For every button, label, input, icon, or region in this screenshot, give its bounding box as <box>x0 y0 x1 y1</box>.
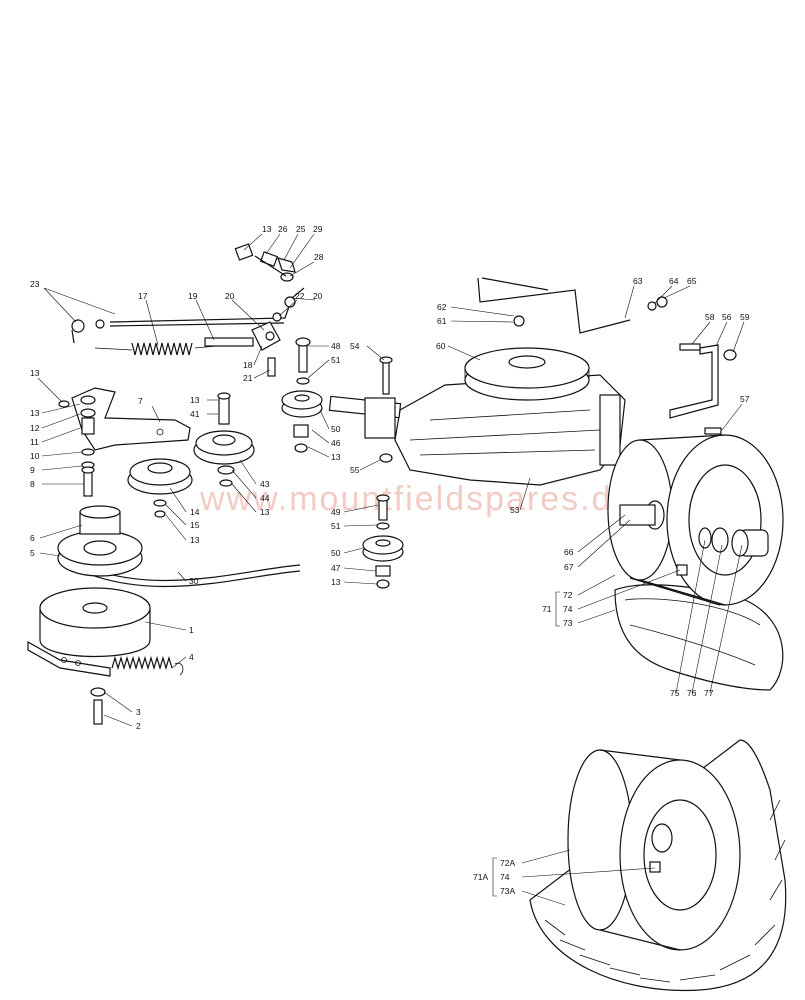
pivot-bracket-assembly <box>58 387 191 497</box>
callout-20: 20 <box>313 291 323 301</box>
callout-58: 58 <box>705 312 715 322</box>
callout-labels: 13 26 25 29 28 23 17 19 20 22 20 18 21 1… <box>30 224 750 896</box>
transaxle-assembly <box>328 277 631 486</box>
bolt-54 <box>379 356 393 395</box>
callout-6: 6 <box>30 533 35 543</box>
callout-49: 49 <box>331 507 341 517</box>
callout-47: 47 <box>331 563 341 573</box>
callout-77: 77 <box>704 688 714 698</box>
callout-62: 62 <box>437 302 447 312</box>
callout-7: 7 <box>138 396 143 406</box>
leader-lines <box>37 233 745 906</box>
callout-59: 59 <box>740 312 750 322</box>
idler-pulley-centre <box>193 392 255 487</box>
bracket-56 <box>669 343 737 435</box>
callout-21: 21 <box>243 373 253 383</box>
callout-71: 71 <box>542 604 552 614</box>
callout-20: 20 <box>225 291 235 301</box>
callout-50: 50 <box>331 424 341 434</box>
rear-wheel-assembly <box>607 434 784 691</box>
callout-5: 5 <box>30 548 35 558</box>
alt-rear-wheel-assembly <box>529 739 787 992</box>
callout-15: 15 <box>190 520 200 530</box>
callout-46: 46 <box>331 438 341 448</box>
callout-44: 44 <box>260 493 270 503</box>
callout-22: 22 <box>295 291 305 301</box>
callout-1: 1 <box>189 625 194 635</box>
callout-56: 56 <box>722 312 732 322</box>
callout-51: 51 <box>331 521 341 531</box>
callout-11: 11 <box>30 437 39 447</box>
callout-54: 54 <box>350 341 360 351</box>
callout-65: 65 <box>687 276 697 286</box>
callout-61: 61 <box>437 316 447 326</box>
callout-12: 12 <box>30 423 40 433</box>
callout-50: 50 <box>331 548 341 558</box>
callout-73: 73 <box>563 618 573 628</box>
callout-60: 60 <box>436 341 446 351</box>
callout-28: 28 <box>314 252 324 262</box>
linkage-rod-assembly <box>71 243 305 377</box>
nut-55 <box>379 453 393 463</box>
washer-64 <box>647 301 657 311</box>
callout-13: 13 <box>262 224 272 234</box>
callout-57: 57 <box>740 394 750 404</box>
callout-75: 75 <box>670 688 680 698</box>
callout-72: 72 <box>563 590 573 600</box>
callout-18: 18 <box>243 360 253 370</box>
callout-66: 66 <box>564 547 574 557</box>
callout-51: 51 <box>331 355 341 365</box>
watermark-text: www.mountfieldspares.direct <box>199 480 687 518</box>
callout-71A: 71A <box>473 872 488 882</box>
callout-3: 3 <box>136 707 141 717</box>
idler-pulley-right <box>281 337 323 453</box>
callout-17: 17 <box>138 291 148 301</box>
callout-25: 25 <box>296 224 306 234</box>
callout-41: 41 <box>190 409 200 419</box>
callout-48: 48 <box>331 341 341 351</box>
callout-30: 30 <box>189 576 199 586</box>
callout-14: 14 <box>190 507 200 517</box>
callout-64: 64 <box>669 276 679 286</box>
callout-13: 13 <box>260 507 270 517</box>
idler-pulley-left <box>127 458 193 518</box>
callout-23: 23 <box>30 279 40 289</box>
engine-pulley-with-belt <box>57 505 301 588</box>
callout-9: 9 <box>30 465 35 475</box>
callout-13: 13 <box>190 535 200 545</box>
callout-13: 13 <box>30 408 40 418</box>
callout-13: 13 <box>331 452 341 462</box>
callout-29: 29 <box>313 224 323 234</box>
callout-76: 76 <box>687 688 697 698</box>
callout-74: 74 <box>563 604 573 614</box>
callout-55: 55 <box>350 465 360 475</box>
callout-74: 74 <box>500 872 510 882</box>
callout-73A: 73A <box>500 886 515 896</box>
callout-19: 19 <box>188 291 198 301</box>
callout-13: 13 <box>331 577 341 587</box>
callout-13: 13 <box>30 368 40 378</box>
callout-10: 10 <box>30 451 40 461</box>
nut-65 <box>656 296 668 308</box>
electric-clutch <box>27 587 184 725</box>
callout-4: 4 <box>189 652 194 662</box>
callout-2: 2 <box>136 721 141 731</box>
callout-43: 43 <box>260 479 270 489</box>
callout-13: 13 <box>190 395 200 405</box>
callout-53: 53 <box>510 505 520 515</box>
callout-72A: 72A <box>500 858 515 868</box>
callout-63: 63 <box>633 276 643 286</box>
callout-8: 8 <box>30 479 35 489</box>
callout-67: 67 <box>564 562 574 572</box>
callout-26: 26 <box>278 224 288 234</box>
